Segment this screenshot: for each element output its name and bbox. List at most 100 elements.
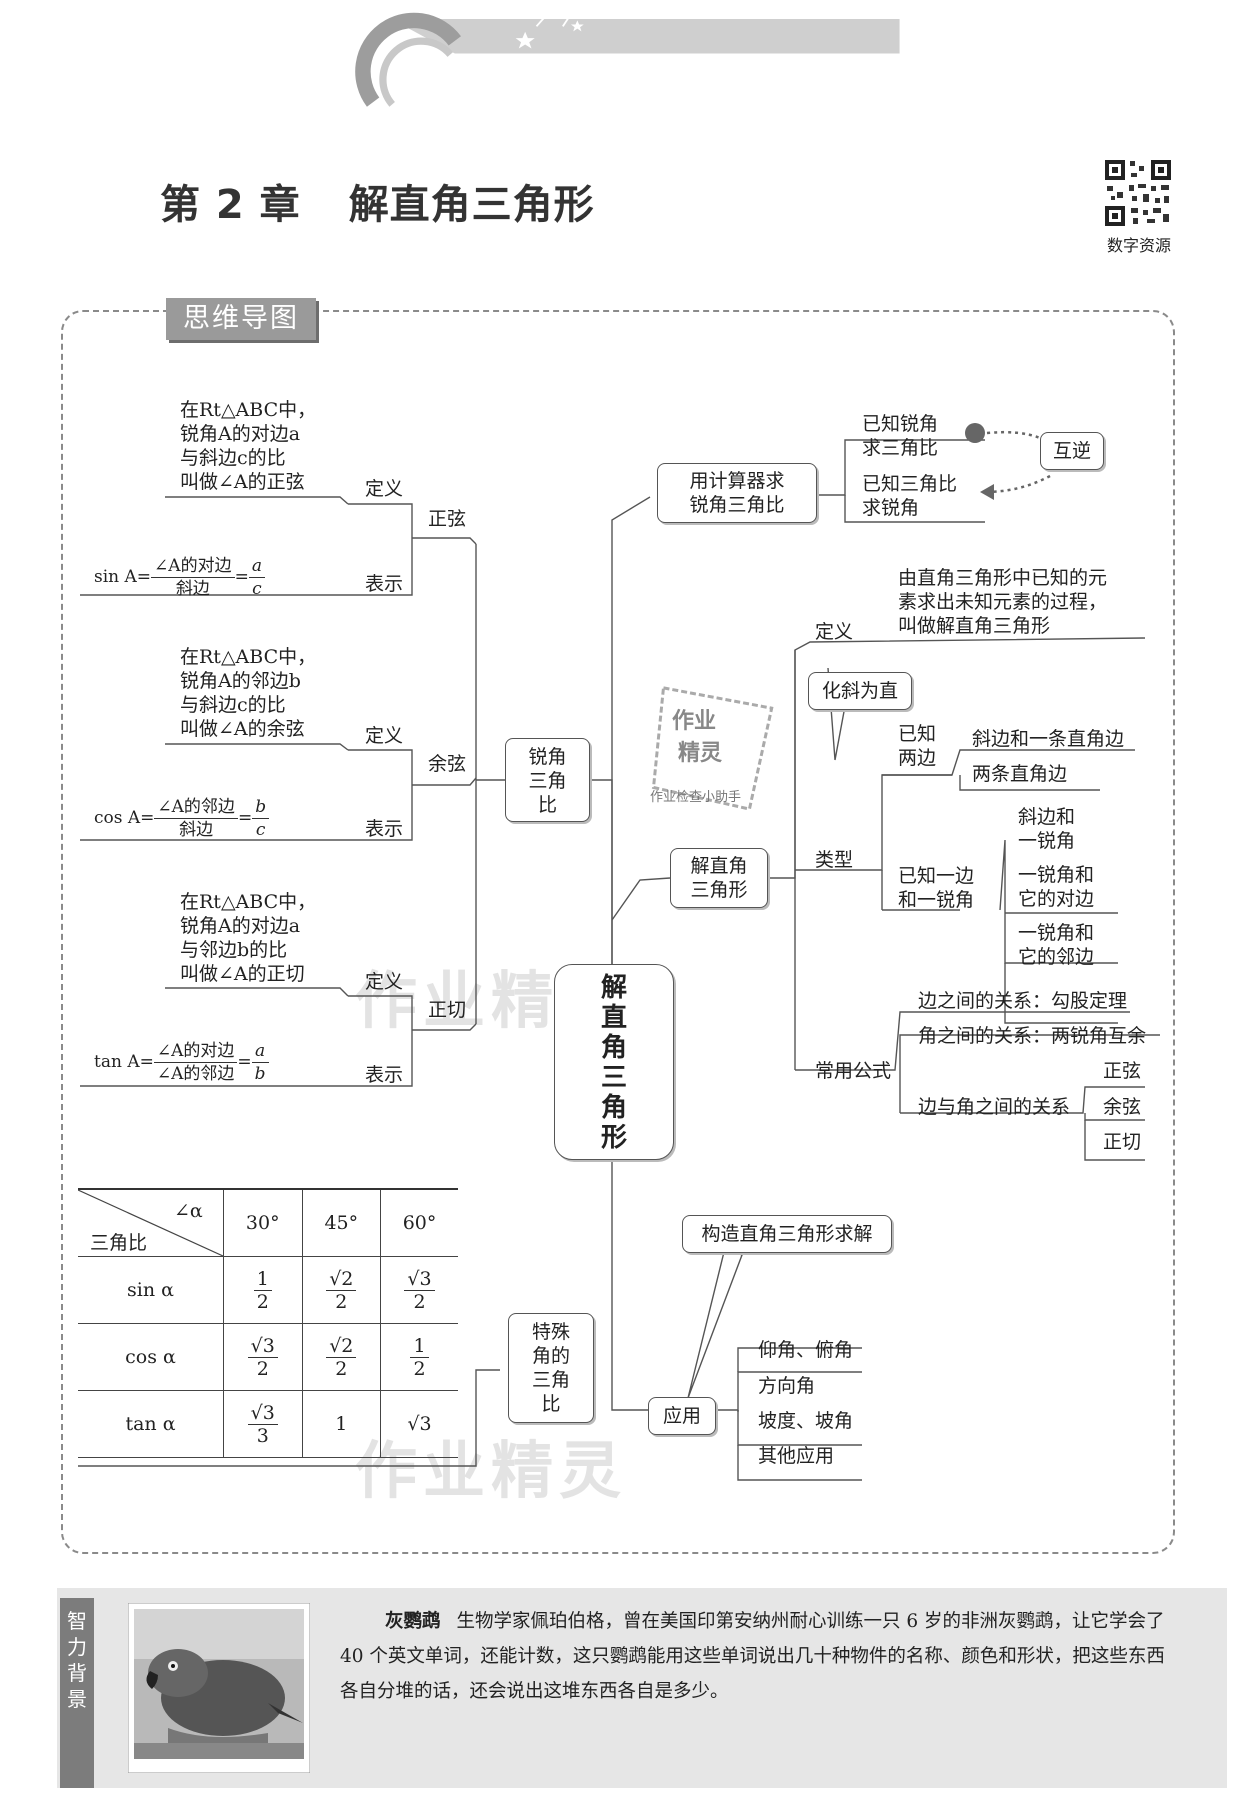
stamp-text: 精灵	[678, 742, 722, 766]
formula-denominator: ∠A的邻边	[154, 1063, 238, 1085]
cell-numerator: 1	[410, 1335, 428, 1358]
center-char: 三	[555, 1063, 673, 1093]
construct-node: 构造直角三角形求解	[682, 1215, 892, 1253]
side-label: 智 力 背 景	[60, 1598, 94, 1788]
rel-item: 正切	[1103, 1130, 1141, 1154]
tangent-definition-line: 叫做∠A的正切	[180, 962, 305, 986]
side-angle-line: 和一锐角	[898, 888, 974, 912]
table-header-row: ∠α 三角比 30° 45° 60°	[78, 1189, 458, 1257]
cell-denominator: 2	[404, 1291, 434, 1313]
table-cell: √33	[224, 1391, 303, 1458]
formulas-tag: 常用公式	[815, 1059, 891, 1083]
inverse-node: 互逆	[1040, 432, 1104, 470]
node-line: 解直角	[671, 854, 767, 878]
tangent-label: 正切	[428, 998, 466, 1022]
cell-numerator: 1	[254, 1268, 272, 1291]
two-sides-item: 斜边和一条直角边	[972, 727, 1124, 751]
formula-lhs: cos A=	[94, 808, 154, 828]
side-angle-line: 已知一边	[898, 864, 974, 888]
cell-numerator: √3	[248, 1402, 278, 1425]
application-node: 应用	[648, 1397, 716, 1435]
side-angle-item: 斜边和	[1018, 805, 1075, 829]
rel-side-angle: 边与角之间的关系	[918, 1095, 1070, 1119]
formula-numerator: ∠A的对边	[151, 555, 235, 578]
background-body: 生物学家佩珀伯格，曾在美国印第安纳州耐心训练一只 6 岁的非洲灰鹦鹉，让它学会了…	[340, 1611, 1165, 1702]
method-node: 化斜为直	[808, 672, 912, 710]
cosine-definition-line: 与斜边c的比	[180, 693, 286, 717]
cell-denominator: 2	[254, 1291, 272, 1313]
types-tag: 类型	[815, 848, 853, 872]
background-text: 灰鹦鹉生物学家佩珀伯格，曾在美国印第安纳州耐心训练一只 6 岁的非洲灰鹦鹉，让它…	[340, 1604, 1170, 1709]
node-line: 三角	[509, 1368, 593, 1392]
formula-lhs: sin A=	[94, 567, 151, 587]
formula-denominator: 斜边	[151, 578, 235, 600]
center-node: 解 直 角 三 角 形	[554, 964, 674, 1160]
formula-rhs-numerator: b	[252, 796, 269, 819]
row-label: tan α	[78, 1391, 224, 1458]
center-char: 直	[555, 1003, 673, 1033]
tangent-formula: tan A=∠A的对边∠A的邻边=ab	[94, 1040, 269, 1085]
cell-denominator: 3	[248, 1425, 278, 1447]
row-label: sin α	[78, 1257, 224, 1324]
sine-definition-line: 在Rt△ABC中，	[180, 398, 316, 422]
formula-rhs-denominator: c	[252, 819, 269, 841]
formula-rhs-denominator: c	[249, 578, 265, 600]
sine-definition-line: 锐角A的对边a	[180, 422, 300, 446]
node-line: 特殊	[509, 1320, 593, 1344]
side-label-char: 景	[60, 1686, 94, 1712]
application-item: 仰角、俯角	[758, 1338, 853, 1362]
formula-denominator: 斜边	[154, 819, 238, 841]
table-corner: ∠α 三角比	[78, 1189, 224, 1257]
corner-bottom-label: 三角比	[90, 1228, 147, 1255]
formula-equals: =	[235, 567, 249, 587]
sine-definition-line: 叫做∠A的正弦	[180, 470, 305, 494]
cell-numerator: √3	[248, 1335, 278, 1358]
side-label-char: 背	[60, 1660, 94, 1686]
cosine-definition-line: 叫做∠A的余弦	[180, 717, 305, 741]
application-item: 其他应用	[758, 1444, 834, 1468]
cosine-definition-tag: 定义	[365, 724, 403, 748]
table-cell: 1	[302, 1391, 381, 1458]
side-angle-item: 一锐角	[1018, 829, 1075, 853]
cell-denominator: 2	[248, 1358, 278, 1380]
rel-item: 正弦	[1103, 1059, 1141, 1083]
cosine-definition-line: 锐角A的邻边b	[180, 669, 301, 693]
center-char: 形	[555, 1123, 673, 1153]
cell-denominator: 2	[326, 1358, 356, 1380]
row-label: cos α	[78, 1324, 224, 1391]
table-header: 45°	[302, 1189, 381, 1257]
sine-label: 正弦	[428, 507, 466, 531]
cosine-definition-line: 在Rt△ABC中，	[180, 645, 316, 669]
formula-rhs-denominator: b	[252, 1063, 269, 1085]
side-label-char: 智	[60, 1608, 94, 1634]
two-sides-line: 已知	[898, 722, 936, 746]
cosine-label: 余弦	[428, 752, 466, 776]
sine-definition-line: 与斜边c的比	[180, 446, 286, 470]
cell-numerator: √2	[326, 1335, 356, 1358]
tangent-definition-line: 在Rt△ABC中，	[180, 890, 316, 914]
parrot-photo	[128, 1603, 310, 1773]
tangent-notation-tag: 表示	[365, 1063, 403, 1087]
side-angle-item: 一锐角和	[1018, 863, 1094, 887]
background-title: 灰鹦鹉	[385, 1611, 441, 1632]
sine-notation-tag: 表示	[365, 572, 403, 596]
center-char: 角	[555, 1033, 673, 1063]
calculator-node: 用计算器求 锐角三角比	[657, 463, 817, 523]
calc-item-line: 求三角比	[862, 436, 938, 460]
acute-ratio-node: 锐角 三角 比	[505, 738, 590, 822]
tangent-definition-tag: 定义	[365, 970, 403, 994]
formula-equals: =	[237, 1052, 251, 1072]
application-item: 坡度、坡角	[758, 1409, 853, 1433]
node-line: 三角形	[671, 878, 767, 902]
two-sides-item: 两条直角边	[972, 762, 1067, 786]
table-cell: 12	[224, 1257, 303, 1324]
solve-definition-tag: 定义	[815, 620, 853, 644]
stamp-text: 作业	[672, 710, 716, 734]
corner-top-label: ∠α	[174, 1200, 203, 1222]
